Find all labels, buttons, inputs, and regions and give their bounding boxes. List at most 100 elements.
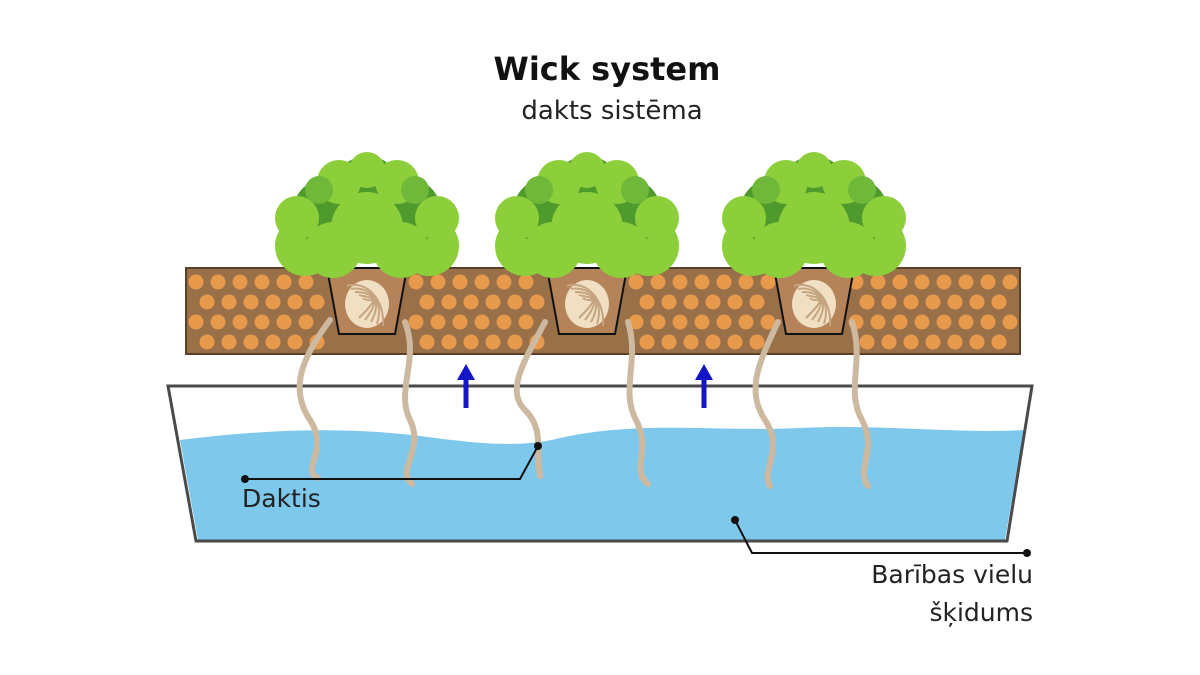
- net-pot-icon: [325, 267, 409, 335]
- clay-pellet: [309, 294, 325, 310]
- wick: [296, 317, 333, 481]
- clay-pellet: [705, 334, 721, 350]
- clay-pellet: [628, 274, 644, 290]
- clay-pellet: [518, 274, 534, 290]
- clay-pellet: [936, 274, 952, 290]
- solution-label-line1: Barības vielu: [871, 560, 1033, 589]
- clay-pellet: [969, 294, 985, 310]
- clay-pellet: [694, 314, 710, 330]
- clay-pellet: [298, 314, 314, 330]
- clay-pellet: [903, 294, 919, 310]
- clay-pellet: [188, 314, 204, 330]
- clay-pellet: [232, 274, 248, 290]
- clay-pellet: [496, 314, 512, 330]
- clay-pellet: [903, 334, 919, 350]
- clay-pellet: [672, 314, 688, 330]
- clay-pellet: [925, 334, 941, 350]
- clay-pellet: [1002, 314, 1018, 330]
- clay-pellet: [507, 294, 523, 310]
- clay-pellet: [892, 314, 908, 330]
- clay-pellet: [859, 294, 875, 310]
- clay-pellet: [287, 294, 303, 310]
- clay-pellet: [430, 314, 446, 330]
- clay-pellet: [628, 314, 644, 330]
- plants: [275, 152, 906, 278]
- clay-pellet: [969, 334, 985, 350]
- clay-pellet: [1002, 274, 1018, 290]
- clay-pellet: [452, 314, 468, 330]
- clay-pellet: [408, 314, 424, 330]
- clay-pellet: [870, 314, 886, 330]
- clay-pellet: [958, 274, 974, 290]
- clay-pellet: [738, 274, 754, 290]
- clay-pellet: [287, 334, 303, 350]
- clay-pellet: [298, 274, 314, 290]
- clay-pellet: [650, 274, 666, 290]
- clay-pellet: [870, 274, 886, 290]
- clay-pellet: [199, 334, 215, 350]
- clay-pellet: [419, 334, 435, 350]
- clay-pellet: [265, 334, 281, 350]
- clay-pellet: [705, 294, 721, 310]
- wick: [402, 319, 418, 487]
- wick: [849, 319, 871, 489]
- wick-callout: [241, 442, 542, 483]
- clay-pellet: [254, 314, 270, 330]
- clay-pellet: [991, 294, 1007, 310]
- up-arrow-icon: [695, 364, 713, 408]
- clay-pellet: [991, 334, 1007, 350]
- clay-pellet: [452, 274, 468, 290]
- net-pot-icon: [545, 267, 629, 335]
- clay-pellet: [210, 314, 226, 330]
- clay-pellet: [221, 334, 237, 350]
- lettuce-plant-icon: [495, 152, 679, 278]
- clay-pellet: [210, 274, 226, 290]
- clay-pellet: [749, 294, 765, 310]
- wick: [752, 319, 781, 489]
- clay-pellet: [430, 274, 446, 290]
- clay-pellet: [441, 334, 457, 350]
- clay-pellet: [859, 334, 875, 350]
- clay-pellet: [276, 274, 292, 290]
- clay-pellet: [661, 294, 677, 310]
- clay-pellet: [947, 294, 963, 310]
- clay-pellet: [485, 294, 501, 310]
- clay-pellet: [232, 314, 248, 330]
- clay-pellet: [243, 294, 259, 310]
- clay-pellet: [738, 314, 754, 330]
- clay-pellet: [914, 314, 930, 330]
- clay-pellet: [419, 294, 435, 310]
- clay-pellet: [650, 314, 666, 330]
- clay-pellet: [683, 294, 699, 310]
- clay-pellet: [881, 334, 897, 350]
- clay-pellet: [265, 294, 281, 310]
- clay-pellet: [727, 334, 743, 350]
- wick-label: Daktis: [242, 484, 321, 513]
- clay-pellets: [188, 274, 1018, 350]
- solution-callout: [731, 516, 1031, 557]
- clay-pellet: [760, 274, 776, 290]
- clay-pellet: [463, 334, 479, 350]
- clay-pellet: [947, 334, 963, 350]
- clay-pellet: [661, 334, 677, 350]
- clay-pellet: [199, 294, 215, 310]
- clay-pellet: [716, 274, 732, 290]
- nutrient-solution: [180, 427, 1024, 540]
- net-pot-icon: [772, 267, 856, 335]
- clay-pellet: [727, 294, 743, 310]
- clay-pellet: [980, 274, 996, 290]
- diagram-title: Wick system: [493, 50, 721, 88]
- clay-pellet: [408, 274, 424, 290]
- clay-pellet: [441, 294, 457, 310]
- clay-pellet: [243, 334, 259, 350]
- clay-pellet: [749, 334, 765, 350]
- clay-pellet: [529, 294, 545, 310]
- clay-pellet: [639, 334, 655, 350]
- clay-pellet: [276, 314, 292, 330]
- diagram-subtitle: dakts sistēma: [521, 96, 703, 126]
- clay-pellet: [188, 274, 204, 290]
- clay-pellet: [980, 314, 996, 330]
- wick: [625, 319, 651, 487]
- clay-pellet: [716, 314, 732, 330]
- clay-pellet: [463, 294, 479, 310]
